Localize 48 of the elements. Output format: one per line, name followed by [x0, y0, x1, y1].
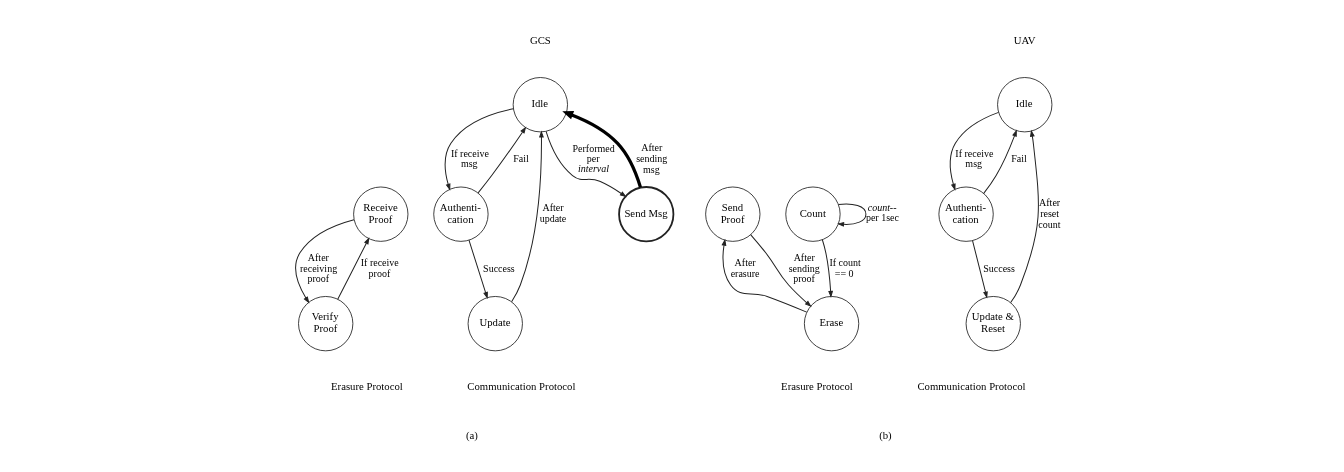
arrow: [1010, 130, 1039, 304]
label: Communication Protocol: [467, 379, 576, 392]
edge-label: If receive proof: [360, 257, 399, 279]
arrow: [511, 131, 544, 303]
label: (b): [879, 429, 892, 442]
edge-label: If receive msg: [955, 147, 994, 170]
edge-label: Success: [983, 262, 1015, 274]
edge-label: If receive msg: [450, 147, 489, 170]
node-circle: Authenti- cation: [433, 186, 489, 242]
edge-label: Fail: [1011, 153, 1027, 165]
edge-label: After update: [539, 202, 567, 225]
node-circle: Update & Reset: [965, 296, 1021, 352]
arrow: [949, 111, 1000, 190]
arrow: [838, 203, 867, 227]
edge-label: After reset count: [1038, 197, 1061, 230]
label: Erasure Protocol: [331, 379, 403, 392]
label: (a): [465, 429, 478, 442]
edge-label: After sending msg: [636, 142, 668, 175]
arrow: [721, 239, 808, 313]
node-circle: Idle: [997, 77, 1053, 133]
edge-label: After erasure: [730, 257, 760, 279]
node-circle: Update: [467, 296, 523, 352]
node-circle: Receive Proof: [353, 186, 409, 242]
label: Erasure Protocol: [781, 379, 853, 392]
label: GCS: [529, 33, 551, 46]
node-circle: Send Proof: [705, 186, 761, 242]
node-circle: Authenti- cation: [938, 186, 994, 242]
label: UAV: [1013, 33, 1036, 46]
node-circle: Count: [785, 186, 841, 242]
arrow: [295, 219, 355, 303]
arrow: [983, 130, 1017, 194]
arrow: [545, 130, 627, 197]
edge-label: Success: [483, 262, 515, 274]
arrow: [750, 234, 812, 307]
arrow: [477, 127, 526, 194]
edge-label: After receiving proof: [299, 251, 338, 285]
edge-label: Fail: [513, 153, 529, 165]
arrow: [337, 238, 370, 300]
label: Communication Protocol: [917, 379, 1026, 392]
arrow: [821, 239, 833, 297]
edge-label: Performed per interval: [572, 142, 615, 174]
edge-label: count-- per 1sec: [865, 202, 899, 224]
arrow: [444, 108, 514, 190]
edge-label: After sending proof: [788, 251, 820, 285]
edge-label: If count == 0: [829, 257, 861, 279]
arrow: [972, 240, 988, 298]
arrow: [468, 239, 488, 299]
arrow: [562, 111, 642, 188]
